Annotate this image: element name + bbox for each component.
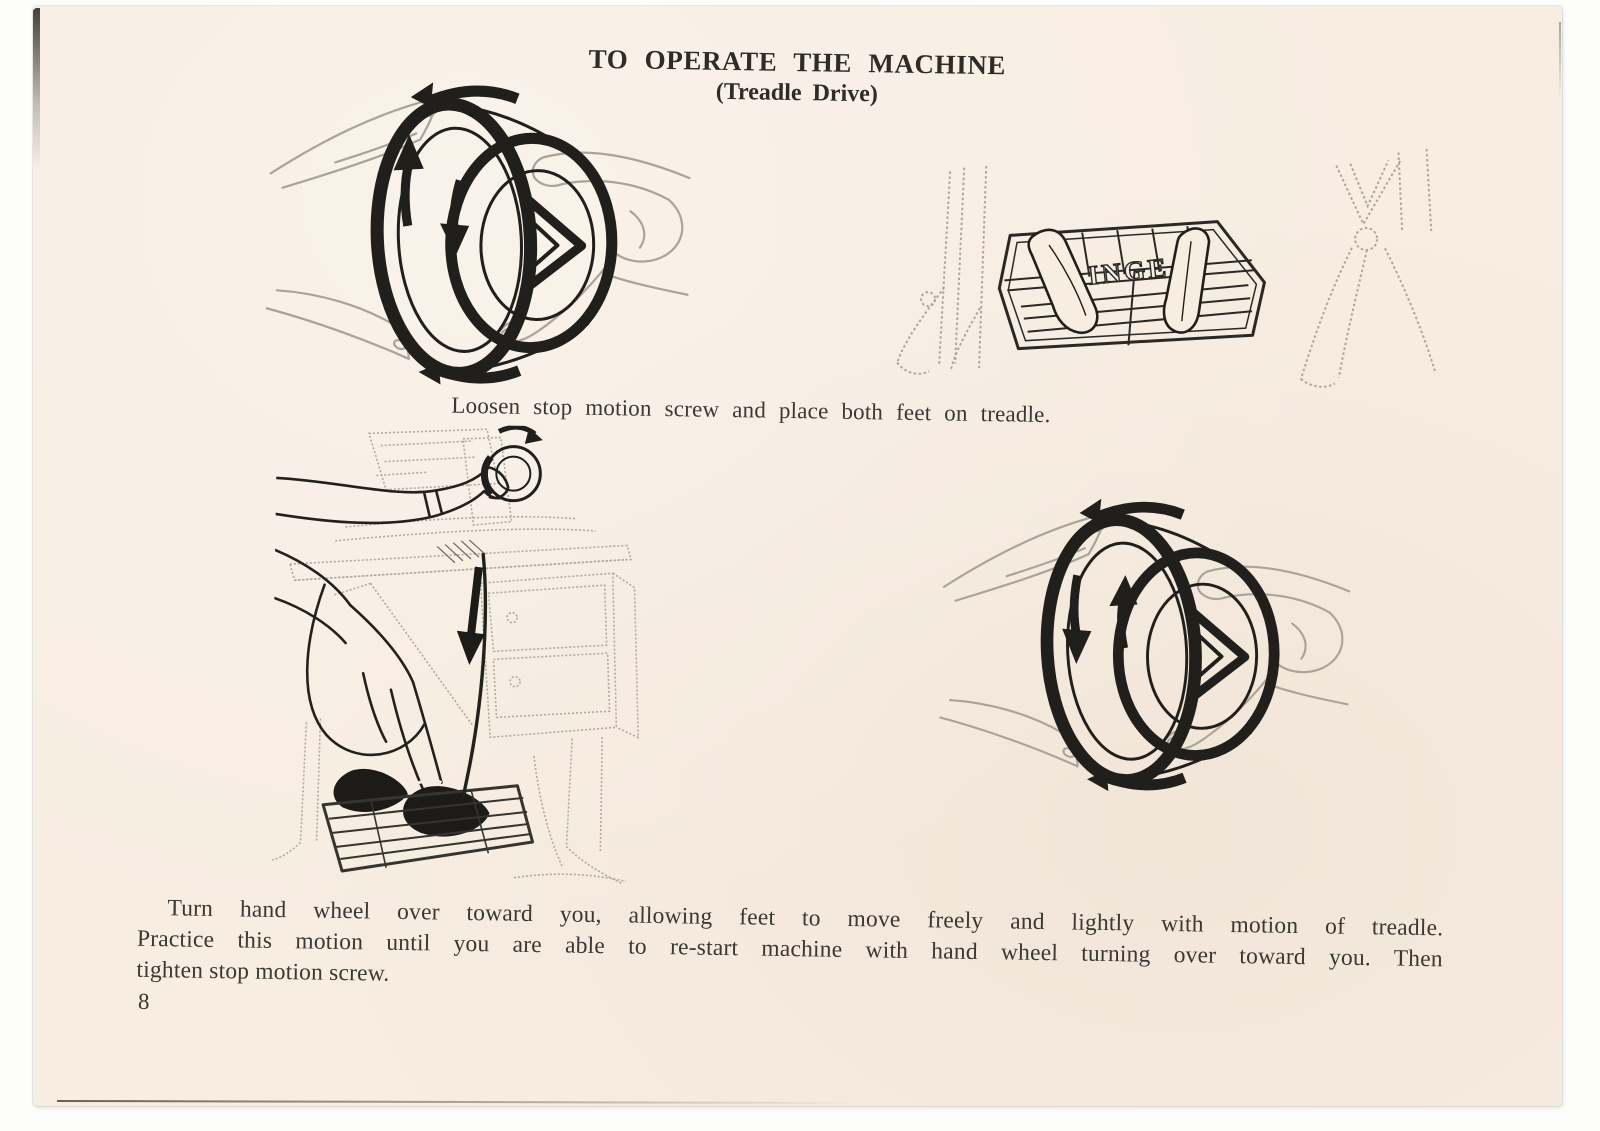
feet-on-treadle <box>1027 227 1211 334</box>
machine-sketch <box>288 428 633 726</box>
stand-legs-left <box>896 166 988 375</box>
page-edge-shadow-left <box>33 8 40 183</box>
person-at-machine-illustration <box>272 424 640 885</box>
treadle-pedal <box>997 220 1266 351</box>
rim-up-arrow <box>393 134 424 227</box>
stand-leg-sketch <box>272 718 322 861</box>
figure-person-at-machine <box>270 422 644 906</box>
figure-hand-wheel-loosen <box>265 75 694 394</box>
page-edge-shadow-right <box>1559 22 1561 98</box>
rim-down-arrow <box>1062 574 1092 665</box>
cabinet-sketch <box>479 572 640 885</box>
machine-hand-wheel <box>480 424 543 503</box>
figure-caption: Loosen stop motion screw and place both … <box>451 392 1051 428</box>
page-content: TO OPERATE THE MACHINE (Treadle Drive) <box>16 5 1562 1129</box>
belt-and-arrow <box>456 553 488 798</box>
section-heading: TO OPERATE THE MACHINE (Treadle Drive) <box>32 35 1562 119</box>
hand-wheel-tighten-illustration <box>938 491 1353 799</box>
instruction-paragraph: Turn hand wheel over toward you, allowin… <box>136 893 1443 1007</box>
figure-hand-wheel-tighten <box>938 491 1353 799</box>
singer-logo-text: INGE <box>1087 252 1171 290</box>
table-shading <box>436 539 486 564</box>
manual-page: TO OPERATE THE MACHINE (Treadle Drive) <box>33 6 1562 1106</box>
hand-wheel-loosen-illustration <box>265 75 694 394</box>
treadle-illustration: INGE <box>896 148 1437 388</box>
hub-up-arrow <box>1109 575 1138 649</box>
hub-down-arrow <box>440 179 470 256</box>
treadle-pedal-dark <box>321 784 535 873</box>
page-number: 8 <box>137 988 150 1015</box>
stand-legs-right <box>1299 148 1437 388</box>
figure-treadle-feet: INGE <box>895 137 1444 406</box>
